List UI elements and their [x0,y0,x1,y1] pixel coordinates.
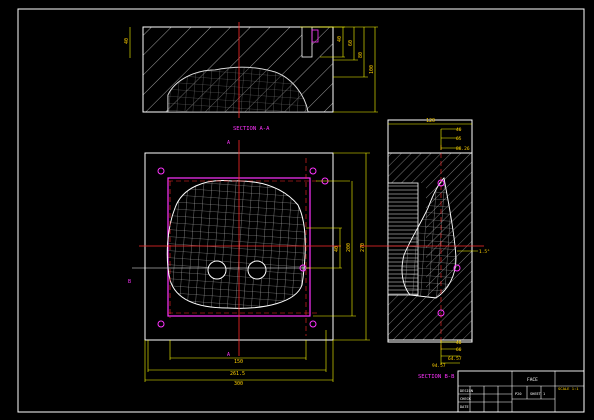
pin-bottom-left [157,320,165,328]
top-cavity-shade [168,67,308,112]
pin-bottom-right [309,320,317,328]
dim-side-top-1: 40 [456,127,462,133]
dim-plan-bottom-2: 261.5 [230,371,245,377]
top-pin [311,29,319,43]
cut-marker-b-left: B [128,279,131,285]
plan-dimensions [144,152,370,382]
title-block-grid [458,371,584,412]
side-dimensions [388,123,478,365]
pin-top-right [309,167,317,175]
cut-marker-a-top: A [227,140,230,146]
dim-side-bottom-1: 40 [456,340,462,346]
side-section-view[interactable]: 120 40 65 88.26 40 60 64.57 94.57 1.5° [360,118,490,369]
title-material: P20 [515,392,522,396]
dim-plan-right-2: 200 [346,243,352,252]
top-pin-bore [301,26,313,58]
dim-side-bottom-4: 94.57 [432,363,446,369]
title-block-border [457,370,585,413]
dim-side-top-3: 88.26 [456,146,470,152]
dim-side-bottom-2: 60 [456,347,462,353]
dim-top-right-1: 40 [337,36,343,42]
plan-right-hole [247,260,267,280]
side-pin-bottom [437,309,445,317]
side-pin-mid [453,264,461,272]
dim-top-right-2: 60 [348,40,354,46]
dim-plan-right-1: 40 [334,246,340,252]
plan-view[interactable]: A A B 150 261.5 300 40 200 [128,140,370,387]
title-row-1: DESIGN [460,389,473,393]
dim-plan-bottom-3: 300 [234,381,243,387]
cut-marker-a-bottom: A [227,352,230,358]
title-row-3: DATE [460,405,469,409]
dim-side-top-width: 120 [426,118,435,124]
pin-top-left [157,167,165,175]
dim-top-left: 40 [124,38,130,44]
plan-left-hole [207,260,227,280]
dim-side-bottom-3: 64.57 [448,356,462,362]
section-bb-label: SECTION B-B [418,374,455,380]
dim-plan-right-3: 270 [360,243,366,252]
title-weight: SHEET 1 [530,392,545,396]
dim-plan-bottom-1: 150 [234,359,243,365]
top-dimensions [129,26,378,113]
drawing-frame [17,8,585,413]
dim-side-angle: 1.5° [479,249,490,255]
title-part-code: SCALE 1:1 [558,386,579,391]
title-row-2: CHECK [460,397,472,401]
dim-top-right-4: 100 [369,65,375,74]
dim-top-right-3: 80 [358,52,364,58]
title-drawing-name: FACE [527,377,538,383]
side-pin-top [437,179,445,187]
top-cavity-mesh [167,66,309,113]
dim-side-top-2: 65 [456,136,462,142]
top-section-view[interactable]: 40 40 60 80 100 [124,22,378,118]
section-aa-label: SECTION A-A [233,126,270,132]
plan-face-mesh [166,179,306,309]
title-block[interactable]: FACE SCALE 1:1 DESIGN CHECK DATE P20 SHE… [457,370,585,413]
